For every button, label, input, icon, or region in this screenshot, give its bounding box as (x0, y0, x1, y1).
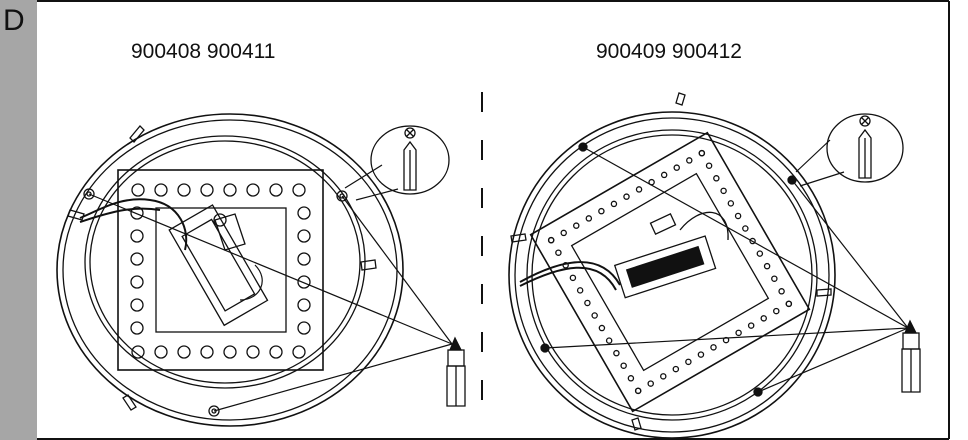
right-pointer-lines (544, 139, 909, 393)
led-dot (200, 183, 214, 197)
led-dot (297, 321, 311, 335)
led-dot (734, 212, 742, 220)
led-dot (573, 222, 580, 229)
led-dot (672, 365, 680, 373)
led-dot (177, 183, 191, 197)
left-fixture-drawing (56, 113, 404, 427)
led-dot (756, 250, 764, 257)
led-dot (130, 275, 144, 289)
led-dot (771, 275, 778, 282)
right-fixture-drawing (508, 92, 836, 439)
led-dot (635, 186, 643, 193)
led-dot (697, 351, 705, 358)
led-dot (562, 262, 569, 269)
left-led-array (130, 183, 311, 359)
led-dot (634, 387, 642, 395)
led-dot (297, 252, 311, 266)
right-model-label: 900409 900412 (596, 40, 742, 63)
led-dot (130, 206, 144, 220)
led-dot (297, 275, 311, 289)
led-dot (200, 345, 214, 359)
led-dot (747, 322, 755, 329)
led-dot (673, 164, 680, 171)
led-dot (177, 345, 191, 359)
led-dot (131, 345, 145, 359)
led-dot (269, 183, 283, 197)
led-dot (613, 349, 620, 357)
led-dot (246, 345, 260, 359)
left-pointer-lines (88, 164, 453, 412)
led-dot (560, 229, 567, 237)
led-dot (760, 315, 767, 322)
led-dot (735, 329, 742, 337)
led-dot (598, 207, 605, 215)
led-dot (623, 193, 630, 200)
step-letter: D (3, 4, 25, 37)
led-dot (785, 300, 793, 308)
led-dot (727, 200, 735, 207)
led-dot (591, 312, 598, 319)
led-dot (246, 183, 260, 197)
led-dot (773, 307, 780, 315)
led-dot (710, 344, 717, 351)
led-dot (763, 262, 771, 270)
led-dot (555, 249, 562, 256)
led-dot (686, 157, 693, 164)
led-dot (605, 337, 613, 344)
led-dot (130, 229, 144, 243)
led-dot (598, 324, 606, 332)
screw-detail-icon (370, 125, 450, 195)
led-dot (720, 187, 727, 195)
led-dot (569, 274, 577, 282)
screwdriver-icon (901, 319, 921, 393)
led-dot (297, 206, 311, 220)
led-dot (269, 345, 283, 359)
led-dot (576, 287, 584, 294)
left-model-label: 900408 900411 (131, 40, 276, 63)
led-dot (778, 288, 785, 295)
led-dot (130, 252, 144, 266)
led-dot (297, 298, 311, 312)
frame-border (37, 0, 950, 440)
led-dot (647, 380, 654, 387)
step-sidebar: D (0, 0, 37, 440)
led-dot (627, 375, 635, 382)
led-dot (660, 373, 667, 380)
led-dot (223, 183, 237, 197)
led-dot (698, 149, 706, 157)
led-dot (297, 229, 311, 243)
led-dot (130, 321, 144, 335)
led-dot (131, 183, 145, 197)
led-dot (742, 225, 749, 232)
led-dot (584, 299, 591, 307)
led-dot (685, 358, 692, 366)
led-dot (749, 237, 756, 245)
led-dot (705, 162, 713, 169)
led-dot (547, 236, 555, 244)
led-dot (154, 183, 168, 197)
right-led-array (547, 149, 793, 395)
led-dot (130, 298, 144, 312)
led-dot (585, 215, 593, 222)
led-dot (223, 345, 237, 359)
screwdriver-icon (446, 336, 466, 407)
led-dot (154, 345, 168, 359)
led-dot (620, 362, 627, 369)
led-dot (660, 171, 668, 179)
led-dot (610, 200, 618, 208)
led-dot (292, 345, 306, 359)
led-dot (292, 183, 306, 197)
phillips-screw-symbol-icon (826, 113, 904, 183)
led-dot (713, 175, 720, 182)
